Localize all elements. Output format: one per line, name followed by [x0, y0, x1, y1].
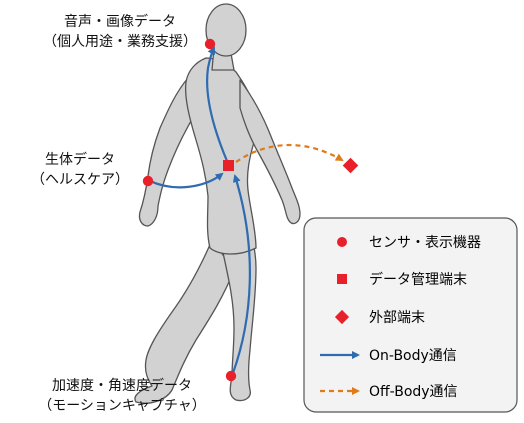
legend-circle-icon: [337, 237, 347, 247]
label-voice-image-data: 音声・画像データ （個人用途・業務支援）: [0, 12, 240, 52]
legend-square-icon: [337, 274, 347, 284]
external-terminal-node: [343, 158, 359, 174]
label-voice-subtitle: （個人用途・業務支援）: [0, 32, 240, 52]
legend-label-data-terminal: データ管理端末: [369, 271, 467, 288]
label-bio-title: 生体データ: [0, 150, 160, 170]
legend-label-external: 外部端末: [369, 310, 425, 326]
legend: センサ・表示機器 データ管理端末 外部端末 On-Body通信 Off-Body…: [304, 218, 517, 412]
legend-label-off-body: Off-Body通信: [369, 384, 458, 400]
label-accel-subtitle: （モーションキャプチャ）: [0, 396, 244, 416]
legend-label-sensor: センサ・表示機器: [369, 235, 481, 251]
data-management-terminal-node: [223, 160, 234, 171]
label-voice-title: 音声・画像データ: [0, 12, 240, 32]
label-accel-title: 加速度・角速度データ: [0, 376, 244, 396]
label-bio-data: 生体データ （ヘルスケア）: [0, 150, 160, 190]
human-figure: [135, 4, 300, 403]
label-motion-data: 加速度・角速度データ （モーションキャプチャ）: [0, 376, 244, 416]
label-bio-subtitle: （ヘルスケア）: [0, 170, 160, 190]
legend-label-on-body: On-Body通信: [369, 348, 457, 364]
